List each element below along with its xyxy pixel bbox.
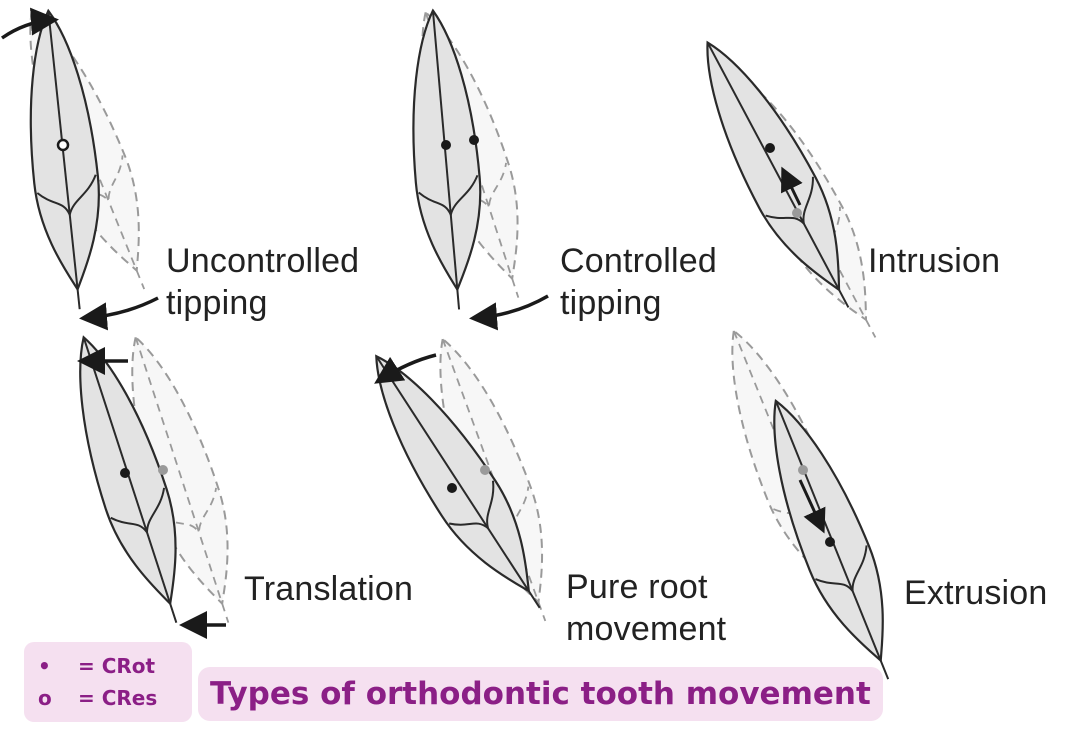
- cres-marker: [825, 537, 835, 547]
- crot-marker: [798, 465, 808, 475]
- intrusion-arrow: [781, 166, 803, 206]
- tooth-translation: [52, 326, 260, 639]
- label-translation: Translation: [244, 570, 414, 608]
- cres-symbol: o: [38, 686, 52, 710]
- tooth-controlled-tipping: [394, 1, 550, 331]
- cres-marker: [480, 465, 490, 475]
- cres-text: = CRes: [78, 686, 158, 710]
- crown-arrow: [1, 7, 59, 40]
- caption-title: Types of orthodontic tooth movement: [198, 667, 883, 721]
- root-arrow: [469, 294, 549, 331]
- legend-crot: • = CRot: [38, 654, 155, 678]
- tooth-pure-root-movement: [348, 327, 577, 633]
- cres-marker: [469, 135, 479, 145]
- crot-marker: [447, 483, 457, 493]
- legend-cres: o = CRes: [38, 686, 157, 710]
- label-extrusion: Extrusion: [904, 574, 1048, 612]
- tooth-extrusion: [703, 317, 919, 693]
- cres-marker: [56, 138, 70, 152]
- crot-marker: [120, 468, 130, 478]
- tooth-uncontrolled-tipping: [1, 0, 175, 331]
- legend: • = CRot o = CRes: [24, 642, 192, 722]
- crot-marker: [441, 140, 451, 150]
- crot-marker: [765, 143, 775, 153]
- cres-marker: [792, 208, 802, 218]
- tooth-intrusion: [678, 26, 905, 354]
- cres-marker: [158, 465, 168, 475]
- crot-text: = CRot: [78, 654, 156, 678]
- label-intrusion: Intrusion: [868, 242, 1001, 280]
- crot-symbol: •: [38, 654, 51, 678]
- extrusion-arrow: [798, 479, 826, 534]
- root-arrow: [374, 353, 437, 384]
- root-arrow: [79, 296, 159, 331]
